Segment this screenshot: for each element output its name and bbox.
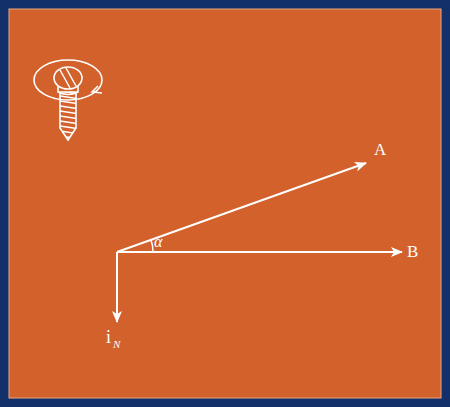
screw-icon — [34, 60, 102, 140]
panel — [9, 9, 441, 398]
vector-label: B — [407, 243, 418, 260]
vector-in — [116, 252, 118, 322]
vector-label: i — [106, 328, 111, 346]
vector-b — [117, 251, 402, 253]
vector-a — [117, 163, 366, 252]
vector-label: A — [374, 141, 386, 158]
angle-label: α — [154, 234, 162, 250]
subscript-label: N — [113, 339, 120, 350]
angle-arc — [151, 240, 153, 252]
